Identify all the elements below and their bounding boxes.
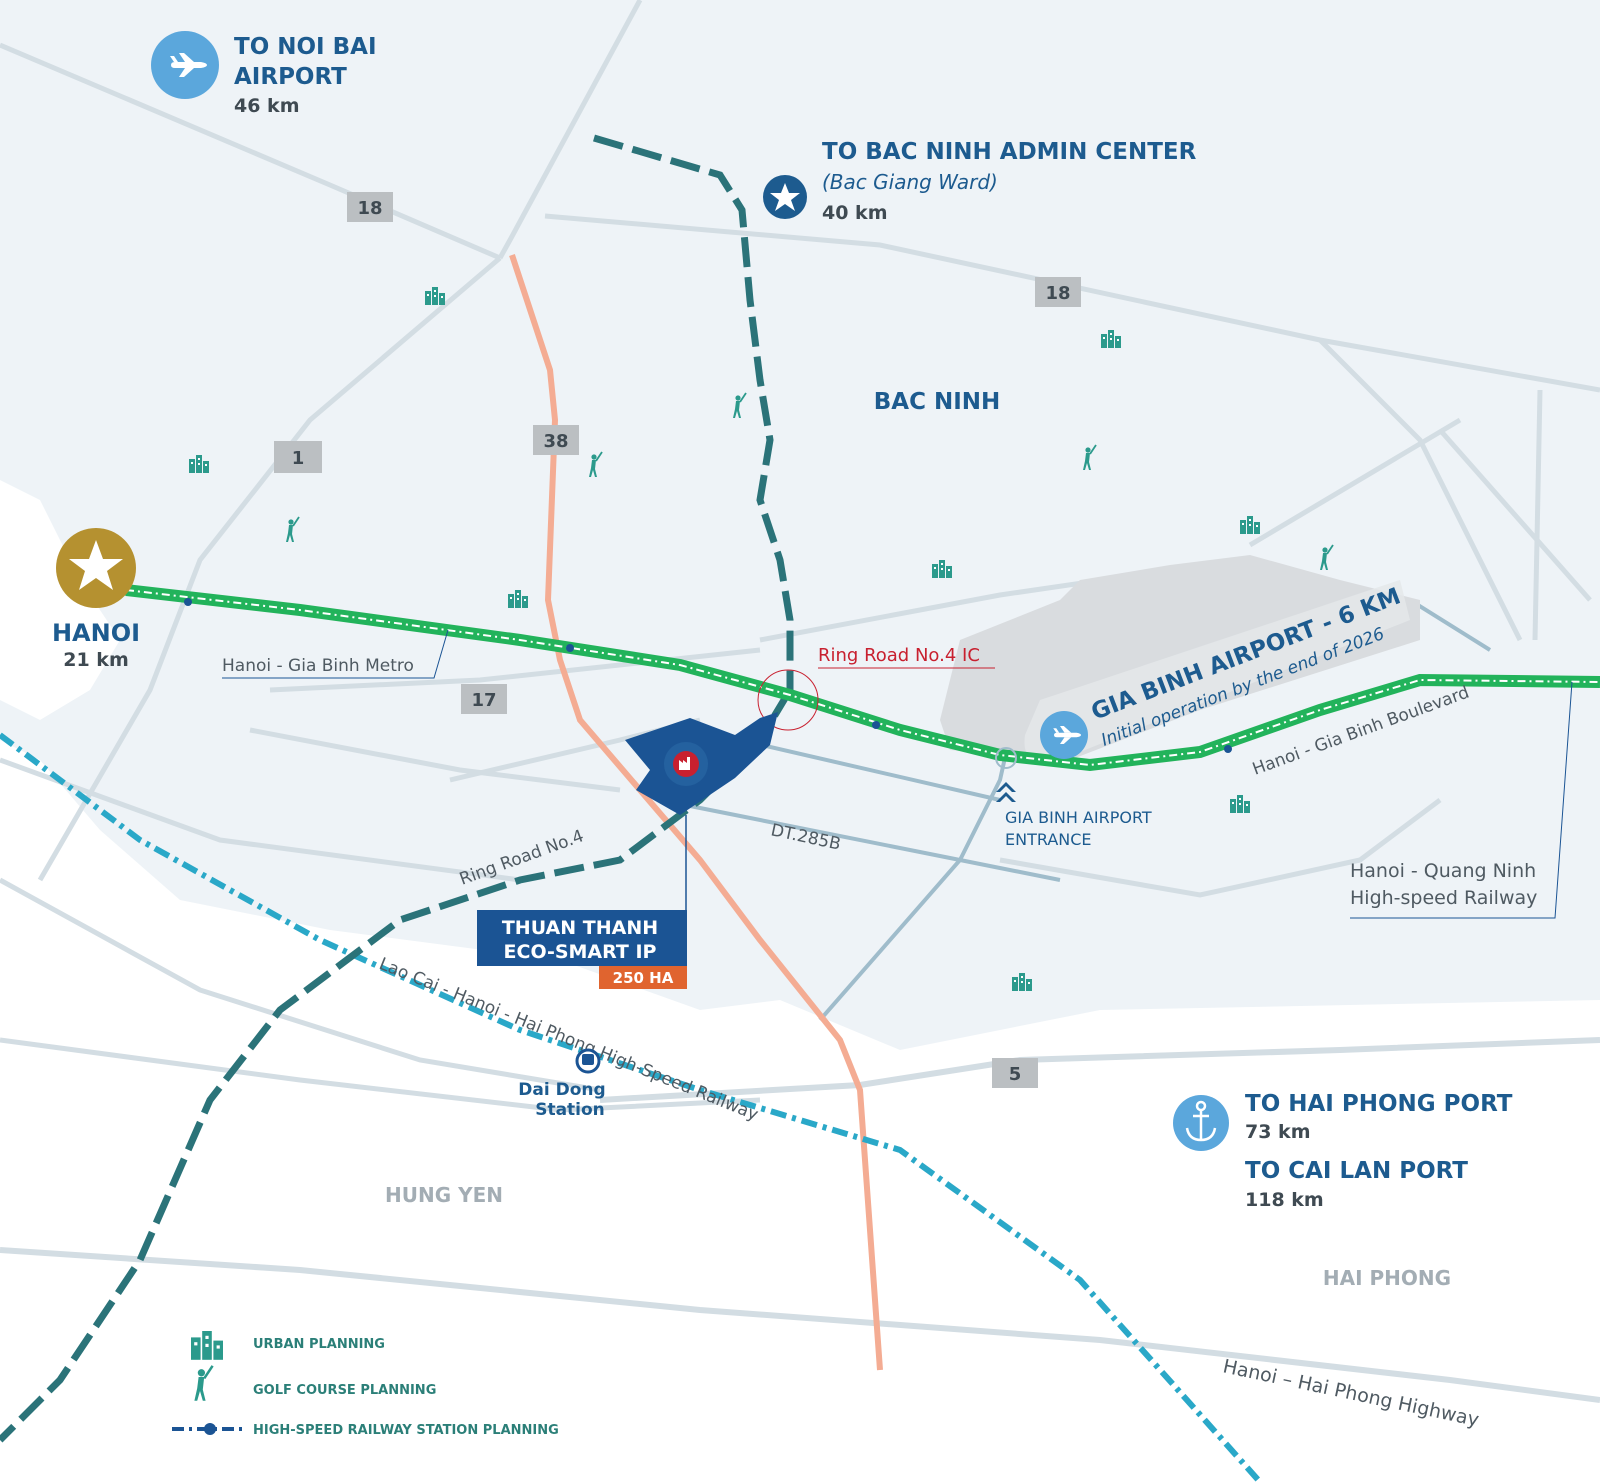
- hanoi-hai-phong-highway: [0, 1247, 1600, 1403]
- project-name-box: [477, 910, 687, 966]
- anchor-icon: [1185, 1100, 1217, 1142]
- road-shield-17: [461, 684, 507, 714]
- bac-ninh-region: [0, 0, 1600, 1050]
- ring-road-ic-label: Ring Road No.4 IC: [818, 645, 980, 666]
- hq-railway-label-line1: Hanoi - Quang Ninh: [1350, 860, 1536, 882]
- hanoi-side-region: [0, 480, 120, 720]
- noi-bai-distance: 46 km: [234, 95, 300, 117]
- airport-entrance-label-line2: ENTRANCE: [1005, 830, 1092, 849]
- project-area: 250 HA: [613, 969, 674, 987]
- road-shield-18-east: [1035, 277, 1081, 307]
- road-shield-18-west: [347, 192, 393, 222]
- hai-phong-region-label: HAI PHONG: [1323, 1266, 1451, 1290]
- ring-road-ic-marker: [757, 669, 819, 731]
- road-number-5: 5: [1009, 1064, 1022, 1085]
- bac-ninh-region-label: BAC NINH: [874, 389, 1001, 415]
- lao-cai-hanoi-hai-phong-railway: [0, 732, 1263, 1482]
- hq-railway-label-line2: High-speed Railway: [1350, 887, 1537, 909]
- project-area-badge: [599, 966, 687, 989]
- road-number-17: 17: [471, 690, 496, 711]
- cai-lan-port-distance: 118 km: [1245, 1189, 1324, 1211]
- station-label-line1: Dai Dong: [518, 1080, 605, 1100]
- legend-golf-label: GOLF COURSE PLANNING: [253, 1383, 436, 1398]
- road-number-18-east: 18: [1045, 283, 1070, 304]
- hai-phong-port-title: TO HAI PHONG PORT: [1245, 1091, 1513, 1117]
- ring-road-no4-north: [593, 134, 794, 700]
- airport-callout-box: [1024, 580, 1410, 763]
- star-icon: [770, 183, 800, 211]
- metro-stations: [184, 598, 1232, 753]
- bac-ninh-admin-title: TO BAC NINH ADMIN CENTER: [822, 139, 1197, 165]
- connector-road-a: [739, 738, 1001, 802]
- airport-entrance-icon: [996, 782, 1016, 802]
- national-road-38: [509, 254, 883, 1371]
- legend-urban-label: URBAN PLANNING: [253, 1337, 385, 1352]
- project-name-line2: ECO-SMART IP: [504, 941, 657, 963]
- noi-bai-title-line2: AIRPORT: [234, 64, 347, 90]
- hai-phong-port-distance: 73 km: [1245, 1121, 1311, 1143]
- bac-ninh-admin-subtitle: (Bac Giang Ward): [822, 170, 998, 194]
- hanoi-title: HANOI: [52, 619, 140, 647]
- airport-entrance-label-line1: GIA BINH AIRPORT: [1005, 808, 1152, 827]
- metro-label: Hanoi - Gia Binh Metro: [222, 656, 414, 676]
- road-number-1: 1: [292, 448, 305, 469]
- bac-ninh-admin-distance: 40 km: [822, 202, 888, 224]
- road-shield-5: [992, 1058, 1038, 1088]
- hung-yen-region-label: HUNG YEN: [385, 1183, 503, 1207]
- station-label-line2: Station: [535, 1100, 605, 1120]
- noi-bai-title-line1: TO NOI BAI: [234, 34, 377, 60]
- road-number-38: 38: [543, 431, 568, 452]
- hanoi-distance: 21 km: [63, 649, 129, 671]
- road-shield-1: [274, 441, 322, 473]
- airport-entrance-junction: [995, 747, 1017, 769]
- road-number-18-west: 18: [357, 198, 382, 219]
- cai-lan-port-title: TO CAI LAN PORT: [1245, 1158, 1468, 1184]
- project-name-line1: THUAN THANH: [502, 917, 658, 939]
- star-icon: [69, 540, 123, 590]
- legend-railway-label: HIGH-SPEED RAILWAY STATION PLANNING: [253, 1423, 559, 1438]
- train-icon: [582, 1054, 594, 1065]
- road-shield-38: [533, 425, 579, 455]
